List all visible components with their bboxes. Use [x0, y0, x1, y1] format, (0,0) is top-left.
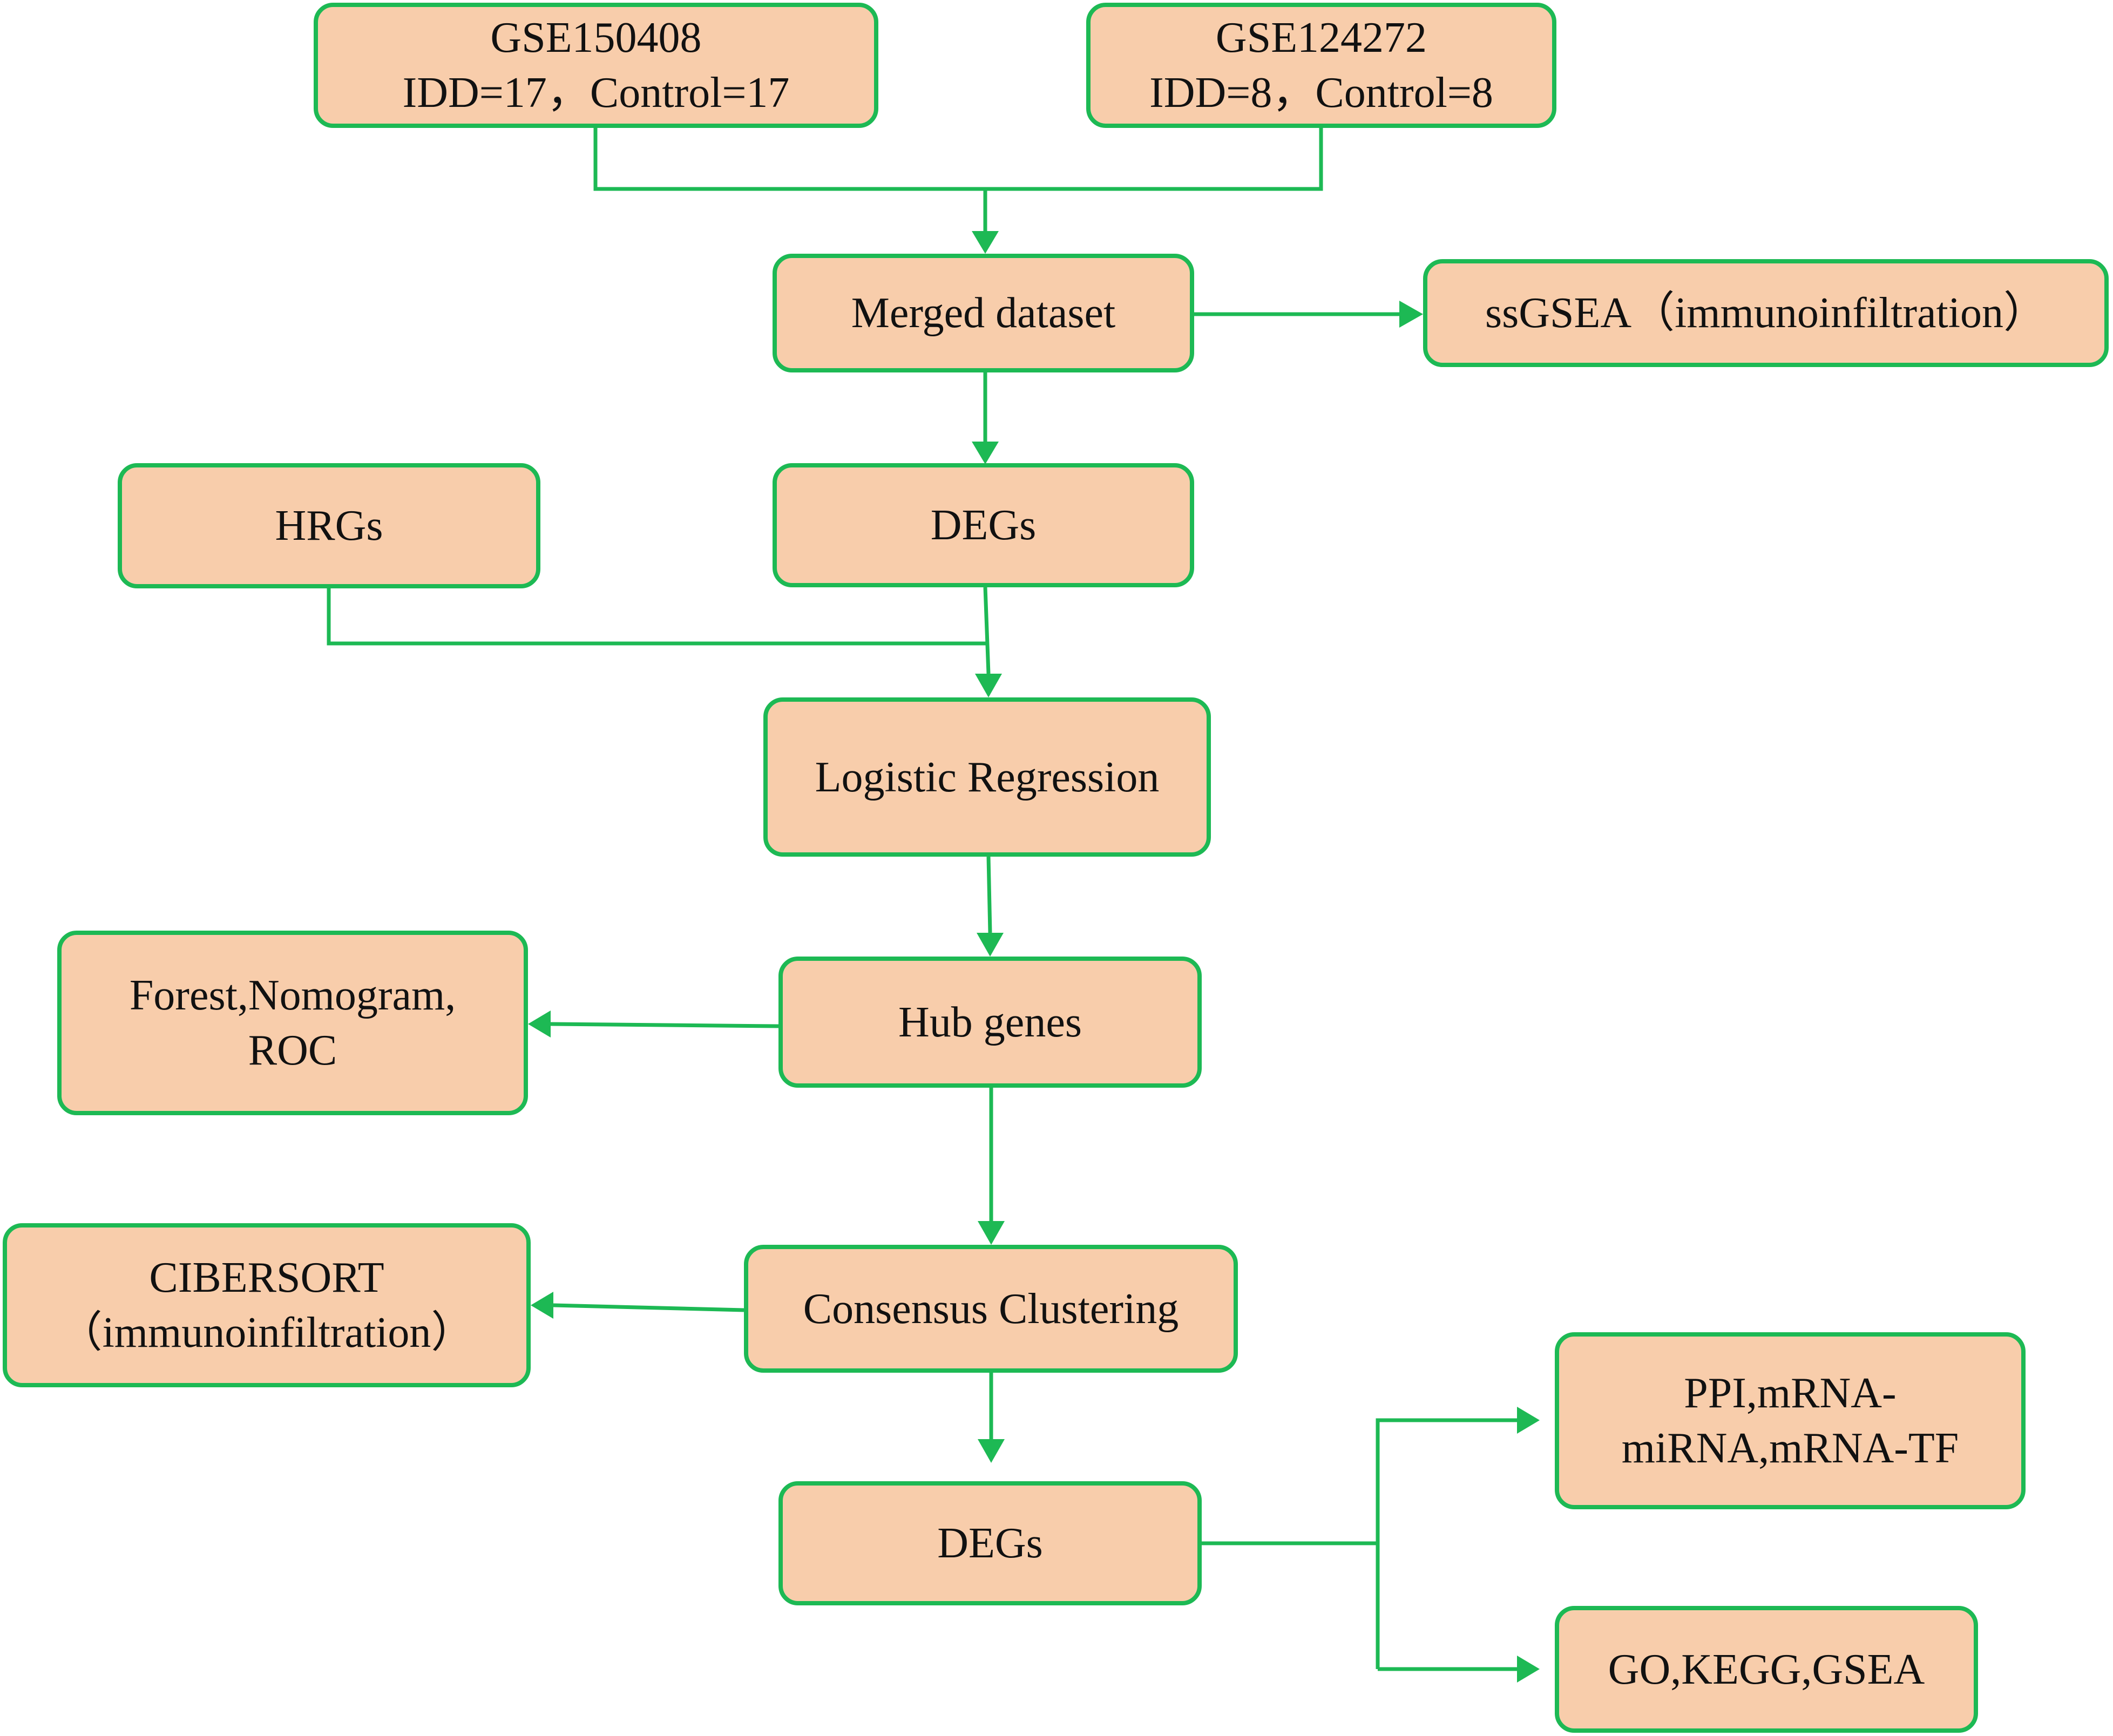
degs-label-2: DEGs: [937, 1520, 1043, 1567]
ppi-line2: miRNA,mRNA-TF: [1621, 1425, 1959, 1472]
arrowhead-cibersort: [531, 1292, 553, 1319]
arrowhead-ssgsea: [1399, 301, 1423, 328]
gse124272-box: GSE124272 IDD=8，Control=8: [1086, 3, 1556, 128]
gse150408-box: GSE150408 IDD=17，Control=17: [314, 3, 878, 128]
forest-nomogram-roc-box: Forest,Nomogram, ROC: [57, 931, 528, 1115]
consensus-clustering-label: Consensus Clustering: [803, 1285, 1179, 1333]
arrowhead-logistic: [975, 674, 1002, 697]
merged-dataset-label: Merged dataset: [851, 289, 1116, 337]
gse150408-title: GSE150408: [490, 14, 702, 62]
gse124272-title: GSE124272: [1215, 14, 1427, 62]
connector-gse150408-merge: [593, 128, 1323, 191]
merged-dataset-box: Merged dataset: [773, 254, 1194, 372]
arrowhead-merged: [972, 231, 999, 254]
cibersort-box: CIBERSORT （immunoinfiltration）: [3, 1223, 531, 1387]
logistic-regression-label: Logistic Regression: [815, 753, 1160, 801]
hrgs-box: HRGs: [118, 463, 540, 588]
arrowhead-consensus: [978, 1221, 1005, 1245]
forest-nomogram-line: Forest,Nomogram,: [129, 972, 456, 1019]
go-kegg-gsea-label: GO,KEGG,GSEA: [1608, 1645, 1925, 1693]
connector-degs-logistic: [983, 587, 991, 674]
arrowhead-degs: [972, 442, 999, 464]
consensus-clustering-box: Consensus Clustering: [744, 1245, 1238, 1373]
go-kegg-gsea-box: GO,KEGG,GSEA: [1555, 1606, 1978, 1733]
ppi-line1: PPI,mRNA-: [1684, 1369, 1897, 1417]
gse124272-counts: IDD=8，Control=8: [1149, 69, 1493, 117]
arrowhead-forest: [528, 1011, 551, 1037]
connector-consensus-cibersort: [553, 1303, 744, 1312]
roc-line: ROC: [248, 1027, 337, 1074]
degs-label-1: DEGs: [930, 501, 1037, 549]
ssgsea-box: ssGSEA（immunoinfiltration）: [1423, 259, 2109, 367]
hub-genes-box: Hub genes: [778, 957, 1202, 1088]
arrowhead-go: [1517, 1656, 1540, 1683]
degs-box-2: DEGs: [778, 1481, 1202, 1605]
cibersort-title: CIBERSORT: [149, 1254, 384, 1301]
arrowhead-degs2: [978, 1439, 1005, 1463]
connector-logistic-hub: [986, 856, 992, 933]
cibersort-subtitle: （immunoinfiltration）: [59, 1309, 475, 1357]
degs-box-1: DEGs: [773, 463, 1194, 587]
hrgs-label: HRGs: [275, 502, 383, 550]
logistic-regression-box: Logistic Regression: [763, 697, 1211, 857]
ssgsea-label: ssGSEA（immunoinfiltration）: [1485, 289, 2047, 337]
connector-hub-forest: [550, 1022, 779, 1028]
hub-genes-label: Hub genes: [898, 998, 1082, 1046]
gse150408-counts: IDD=17，Control=17: [402, 69, 790, 117]
ppi-box: PPI,mRNA- miRNA,mRNA-TF: [1555, 1332, 2026, 1509]
connector-branch-ppi: [1376, 1418, 1517, 1669]
arrowhead-ppi: [1517, 1407, 1540, 1434]
arrowhead-hub: [977, 933, 1004, 957]
connector-hrgs-join: [327, 588, 987, 646]
